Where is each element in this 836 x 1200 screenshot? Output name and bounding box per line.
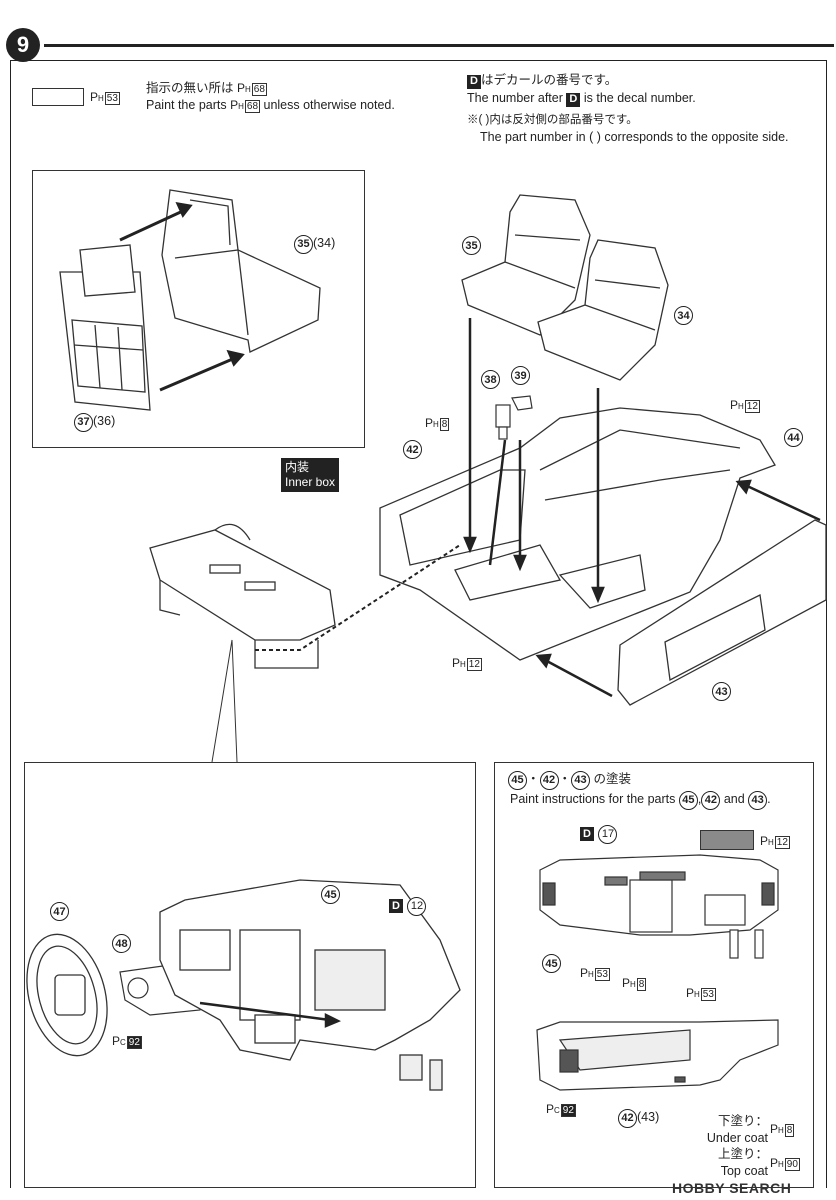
paint-door-drawing: [536, 1019, 779, 1091]
decal-label-17: D 17: [580, 824, 618, 844]
part-label-34: 34: [674, 306, 693, 325]
paint-panel-title-jp: 45・42・43 の塗装: [508, 771, 631, 790]
seat-back-panel-drawing: [59, 244, 151, 411]
callout-pointer: [211, 639, 238, 763]
door-panel-43-drawing: [617, 519, 827, 706]
part-label-44: 44: [784, 428, 803, 447]
frame-right: [826, 60, 827, 1188]
seat-detail-label-37: 37(36): [74, 412, 115, 432]
part-label-45: 45: [321, 885, 340, 904]
seat-35-drawing: [461, 194, 591, 336]
dash-45-drawing: [159, 879, 461, 1091]
step-number: 9: [16, 32, 30, 57]
paint-instructions-panel: [494, 762, 814, 1188]
topcoat-label: 上塗り： Top coat: [717, 1147, 768, 1178]
paint-swatch-white: [32, 88, 84, 106]
dash-arrow: [199, 1001, 342, 1028]
opposite-note-en: The part number in ( ) corresponds to th…: [480, 130, 789, 144]
seat-detail-label-35: 35(34): [294, 234, 335, 254]
part-label-43: 43: [712, 682, 731, 701]
part-label-48: 48: [112, 934, 131, 953]
dashboard-insert-arrow: [255, 544, 461, 651]
assembly-arrows: [463, 318, 821, 698]
paint-label-45: 45: [542, 954, 561, 973]
step-number-badge: 9: [6, 28, 40, 62]
seat-detail-arrows: [119, 202, 245, 392]
steering-wheel-drawing: [26, 933, 108, 1057]
frame-left: [10, 60, 11, 1188]
undercoat-label: 下塗り： Under coat: [706, 1114, 768, 1145]
part-label-42: 42: [403, 440, 422, 459]
dashboard-assembly-drawing: [149, 523, 336, 669]
paint-swatch-gray: [700, 830, 754, 850]
part-label-39: 39: [511, 366, 530, 385]
dash-detail-panel: [24, 762, 476, 1188]
decal-note-en: The number after D is the decal number.: [467, 91, 696, 107]
paint-panel-title-en: Paint instructions for the parts 45,42 a…: [510, 791, 771, 810]
seat-34-drawing: [537, 239, 669, 381]
inner-box-tag: 内装 Inner box: [281, 458, 340, 492]
paint-label-42-43: 42(43): [618, 1108, 659, 1128]
part-label-38: 38: [481, 370, 500, 389]
seat-shell-drawing: [161, 189, 321, 353]
part-label-35: 35: [462, 236, 481, 255]
part-label-47: 47: [50, 902, 69, 921]
decal-label-12: D 12: [389, 896, 427, 916]
frame-top: [10, 60, 826, 61]
parts-38-39-drawing: [495, 395, 533, 440]
opposite-note-jp: ※( )内は反対側の部品番号です。: [467, 114, 638, 126]
header-rule: [44, 44, 834, 47]
paint-dash-drawing: [539, 854, 779, 959]
watermark: HOBBY SEARCH: [672, 1180, 792, 1196]
